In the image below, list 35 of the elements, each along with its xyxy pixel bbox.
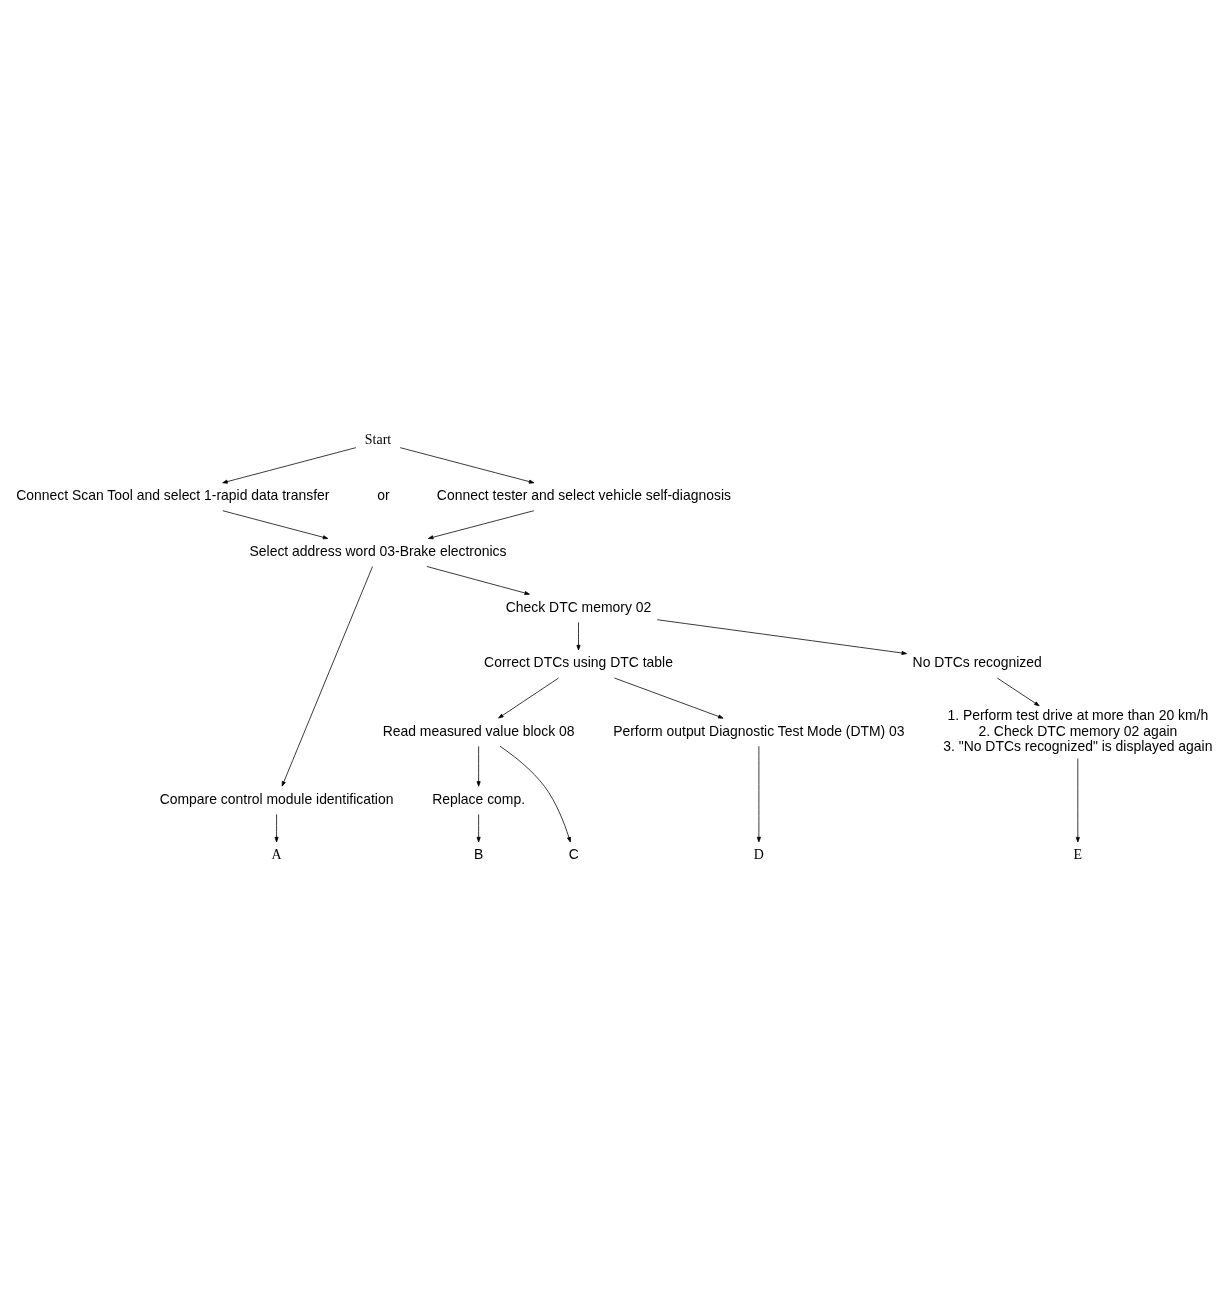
arrow	[222, 446, 357, 484]
node-text: Correct DTCs using DTC table	[484, 653, 673, 670]
arrow	[399, 446, 535, 484]
arrow	[426, 565, 530, 595]
node-text: B	[473, 845, 484, 862]
arrow	[427, 509, 535, 539]
node-text: Compare control module identification	[159, 790, 394, 807]
arrow	[222, 509, 329, 539]
arrow	[476, 745, 481, 787]
arrow	[499, 745, 571, 842]
node-text: Perform output Diagnostic Test Mode (DTM) 03	[613, 722, 905, 739]
arrow	[996, 677, 1040, 706]
node-text: Read measured value block 08	[382, 722, 575, 739]
arrow	[498, 677, 559, 718]
arrow	[756, 745, 761, 842]
node-text: Select address word 03-Brake electronics	[249, 542, 507, 559]
node-text: E	[1073, 846, 1083, 862]
node-text: Replace comp.	[432, 790, 526, 807]
arrow	[281, 565, 373, 787]
arrow	[274, 813, 279, 842]
arrow	[476, 813, 481, 842]
node-text: No DTCs recognized	[912, 653, 1042, 670]
label: or	[377, 486, 390, 503]
arrow	[576, 621, 581, 650]
node-text: A	[271, 846, 282, 862]
node-text: D	[753, 846, 764, 862]
node-text: C	[568, 845, 579, 862]
node-text: Connect tester and select vehicle self-diagnosis	[436, 486, 731, 503]
arrow	[656, 618, 907, 655]
node-text: Connect Scan Tool and select 1-rapid data transfer	[16, 486, 330, 503]
node-text: Check DTC memory 02	[505, 598, 652, 615]
arrow	[613, 677, 724, 718]
arrow	[1075, 757, 1080, 842]
node-text: 1. Perform test drive at more than 20 km/h 2. Check DTC memory 02 again 3. "No DTCs recognized" is displayed again	[943, 706, 1213, 754]
node-text: Start	[364, 431, 392, 447]
